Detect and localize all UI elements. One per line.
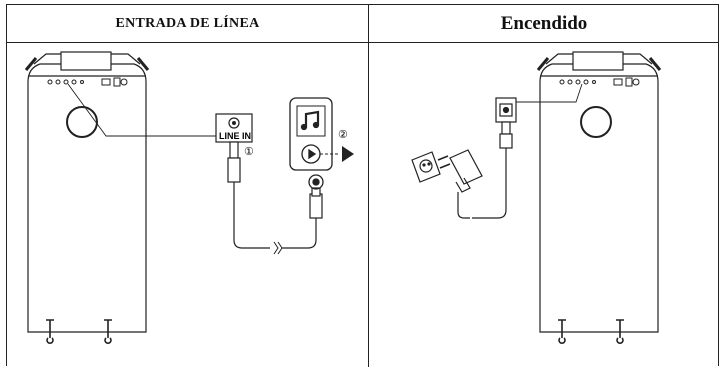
line-in-label: LINE IN	[219, 131, 251, 141]
power-cable-icon	[457, 121, 513, 219]
play-arrow-icon	[342, 146, 354, 162]
table-header-row: ENTRADA DE LÍNEA Encendido	[7, 5, 718, 43]
power-port-connector-line	[512, 83, 583, 103]
port-connector-line	[67, 83, 216, 137]
wall-outlet-icon	[411, 151, 441, 183]
step-one-marker: ①	[244, 146, 254, 158]
power-illustration	[411, 51, 662, 344]
line-in-illustration: LINE IN ① ②	[24, 51, 354, 344]
header-power-on: Encendido	[500, 13, 588, 34]
speaker-icon-right	[536, 51, 662, 344]
power-adapter-icon	[437, 149, 483, 193]
audio-plug-icon	[227, 141, 323, 255]
header-cell-power: Encendido	[369, 5, 719, 43]
header-line-in: ENTRADA DE LÍNEA	[115, 16, 260, 31]
header-cell-line-in: ENTRADA DE LÍNEA	[7, 5, 368, 43]
instruction-table: ENTRADA DE LÍNEA Encendido	[6, 4, 719, 367]
step-two-marker: ②	[338, 129, 348, 141]
speaker-icon	[24, 51, 150, 344]
power-port-icon	[495, 97, 517, 123]
column-divider	[368, 5, 369, 367]
music-player-icon	[289, 97, 333, 190]
